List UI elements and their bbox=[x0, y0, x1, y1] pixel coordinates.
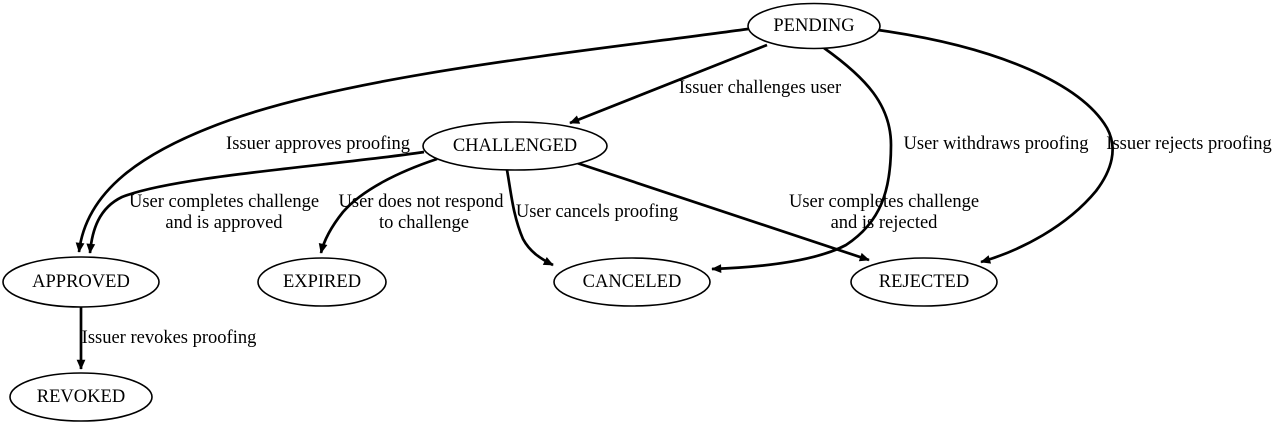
state-node-expired-label: EXPIRED bbox=[283, 272, 361, 292]
edge-pending-challenged-line bbox=[569, 43, 768, 125]
state-node-rejected-ellipse bbox=[850, 257, 998, 307]
edge-challenged-rejected: User completes challenge and is rejected bbox=[576, 161, 979, 262]
state-node-pending-ellipse bbox=[747, 2, 881, 50]
state-node-approved-ellipse bbox=[2, 256, 160, 308]
edge-challenged-approved: User completes challenge and is approved bbox=[86, 150, 425, 254]
state-node-rejected: REJECTED bbox=[850, 257, 998, 307]
edge-challenged-approved-label-line1: User completes challenge bbox=[129, 192, 319, 212]
state-node-rejected-label: REJECTED bbox=[879, 272, 969, 292]
edge-challenged-canceled-label: User cancels proofing bbox=[516, 202, 678, 222]
state-node-challenged: CHALLENGED bbox=[422, 121, 608, 171]
edge-pending-canceled-line bbox=[711, 46, 893, 274]
state-node-approved: APPROVED bbox=[2, 256, 160, 308]
edge-challenged-rejected-label-line2: and is rejected bbox=[831, 213, 939, 233]
edge-challenged-rejected-label-line1: User completes challenge bbox=[789, 192, 979, 212]
edge-challenged-expired: User does not respond to challenge bbox=[318, 157, 505, 254]
state-node-revoked-label: REVOKED bbox=[37, 387, 125, 407]
edge-pending-approved-label: Issuer approves proofing bbox=[226, 134, 410, 154]
edge-pending-challenged-label: Issuer challenges user bbox=[679, 78, 841, 98]
state-node-pending: PENDING bbox=[747, 2, 881, 50]
state-node-canceled: CANCELED bbox=[553, 257, 711, 307]
state-node-expired-ellipse bbox=[257, 257, 387, 307]
state-node-challenged-ellipse bbox=[422, 121, 608, 171]
state-node-revoked-ellipse bbox=[9, 372, 153, 422]
edge-challenged-approved-line bbox=[86, 150, 425, 254]
edge-challenged-canceled-line bbox=[505, 169, 554, 267]
edge-challenged-rejected-line bbox=[576, 161, 870, 262]
state-node-pending-label: PENDING bbox=[773, 16, 854, 36]
state-node-canceled-label: CANCELED bbox=[583, 272, 682, 292]
edge-pending-canceled-label: User withdraws proofing bbox=[904, 134, 1089, 154]
state-node-revoked: REVOKED bbox=[9, 372, 153, 422]
state-node-expired: EXPIRED bbox=[257, 257, 387, 307]
edge-approved-revoked: Issuer revokes proofing bbox=[76, 307, 257, 370]
state-node-challenged-label: CHALLENGED bbox=[453, 136, 577, 156]
edge-pending-rejected: Issuer rejects proofing bbox=[877, 28, 1272, 264]
edge-pending-approved: Issuer approves proofing bbox=[75, 27, 749, 253]
edge-pending-canceled: User withdraws proofing bbox=[711, 46, 1089, 274]
edge-approved-revoked-label: Issuer revokes proofing bbox=[82, 328, 257, 348]
edge-pending-approved-line bbox=[75, 27, 749, 253]
state-node-approved-label: APPROVED bbox=[32, 272, 130, 292]
edge-pending-challenged: Issuer challenges user bbox=[569, 43, 841, 125]
edge-pending-rejected-line bbox=[877, 28, 1114, 264]
edge-challenged-expired-label-line1: User does not respond bbox=[339, 192, 505, 212]
edge-challenged-canceled: User cancels proofing bbox=[505, 169, 678, 267]
state-node-canceled-ellipse bbox=[553, 257, 711, 307]
edge-challenged-expired-label-line2: to challenge bbox=[379, 213, 469, 233]
edge-pending-rejected-label: Issuer rejects proofing bbox=[1106, 134, 1271, 154]
edge-challenged-approved-label-line2: and is approved bbox=[165, 213, 283, 233]
edge-challenged-expired-line bbox=[318, 157, 438, 254]
